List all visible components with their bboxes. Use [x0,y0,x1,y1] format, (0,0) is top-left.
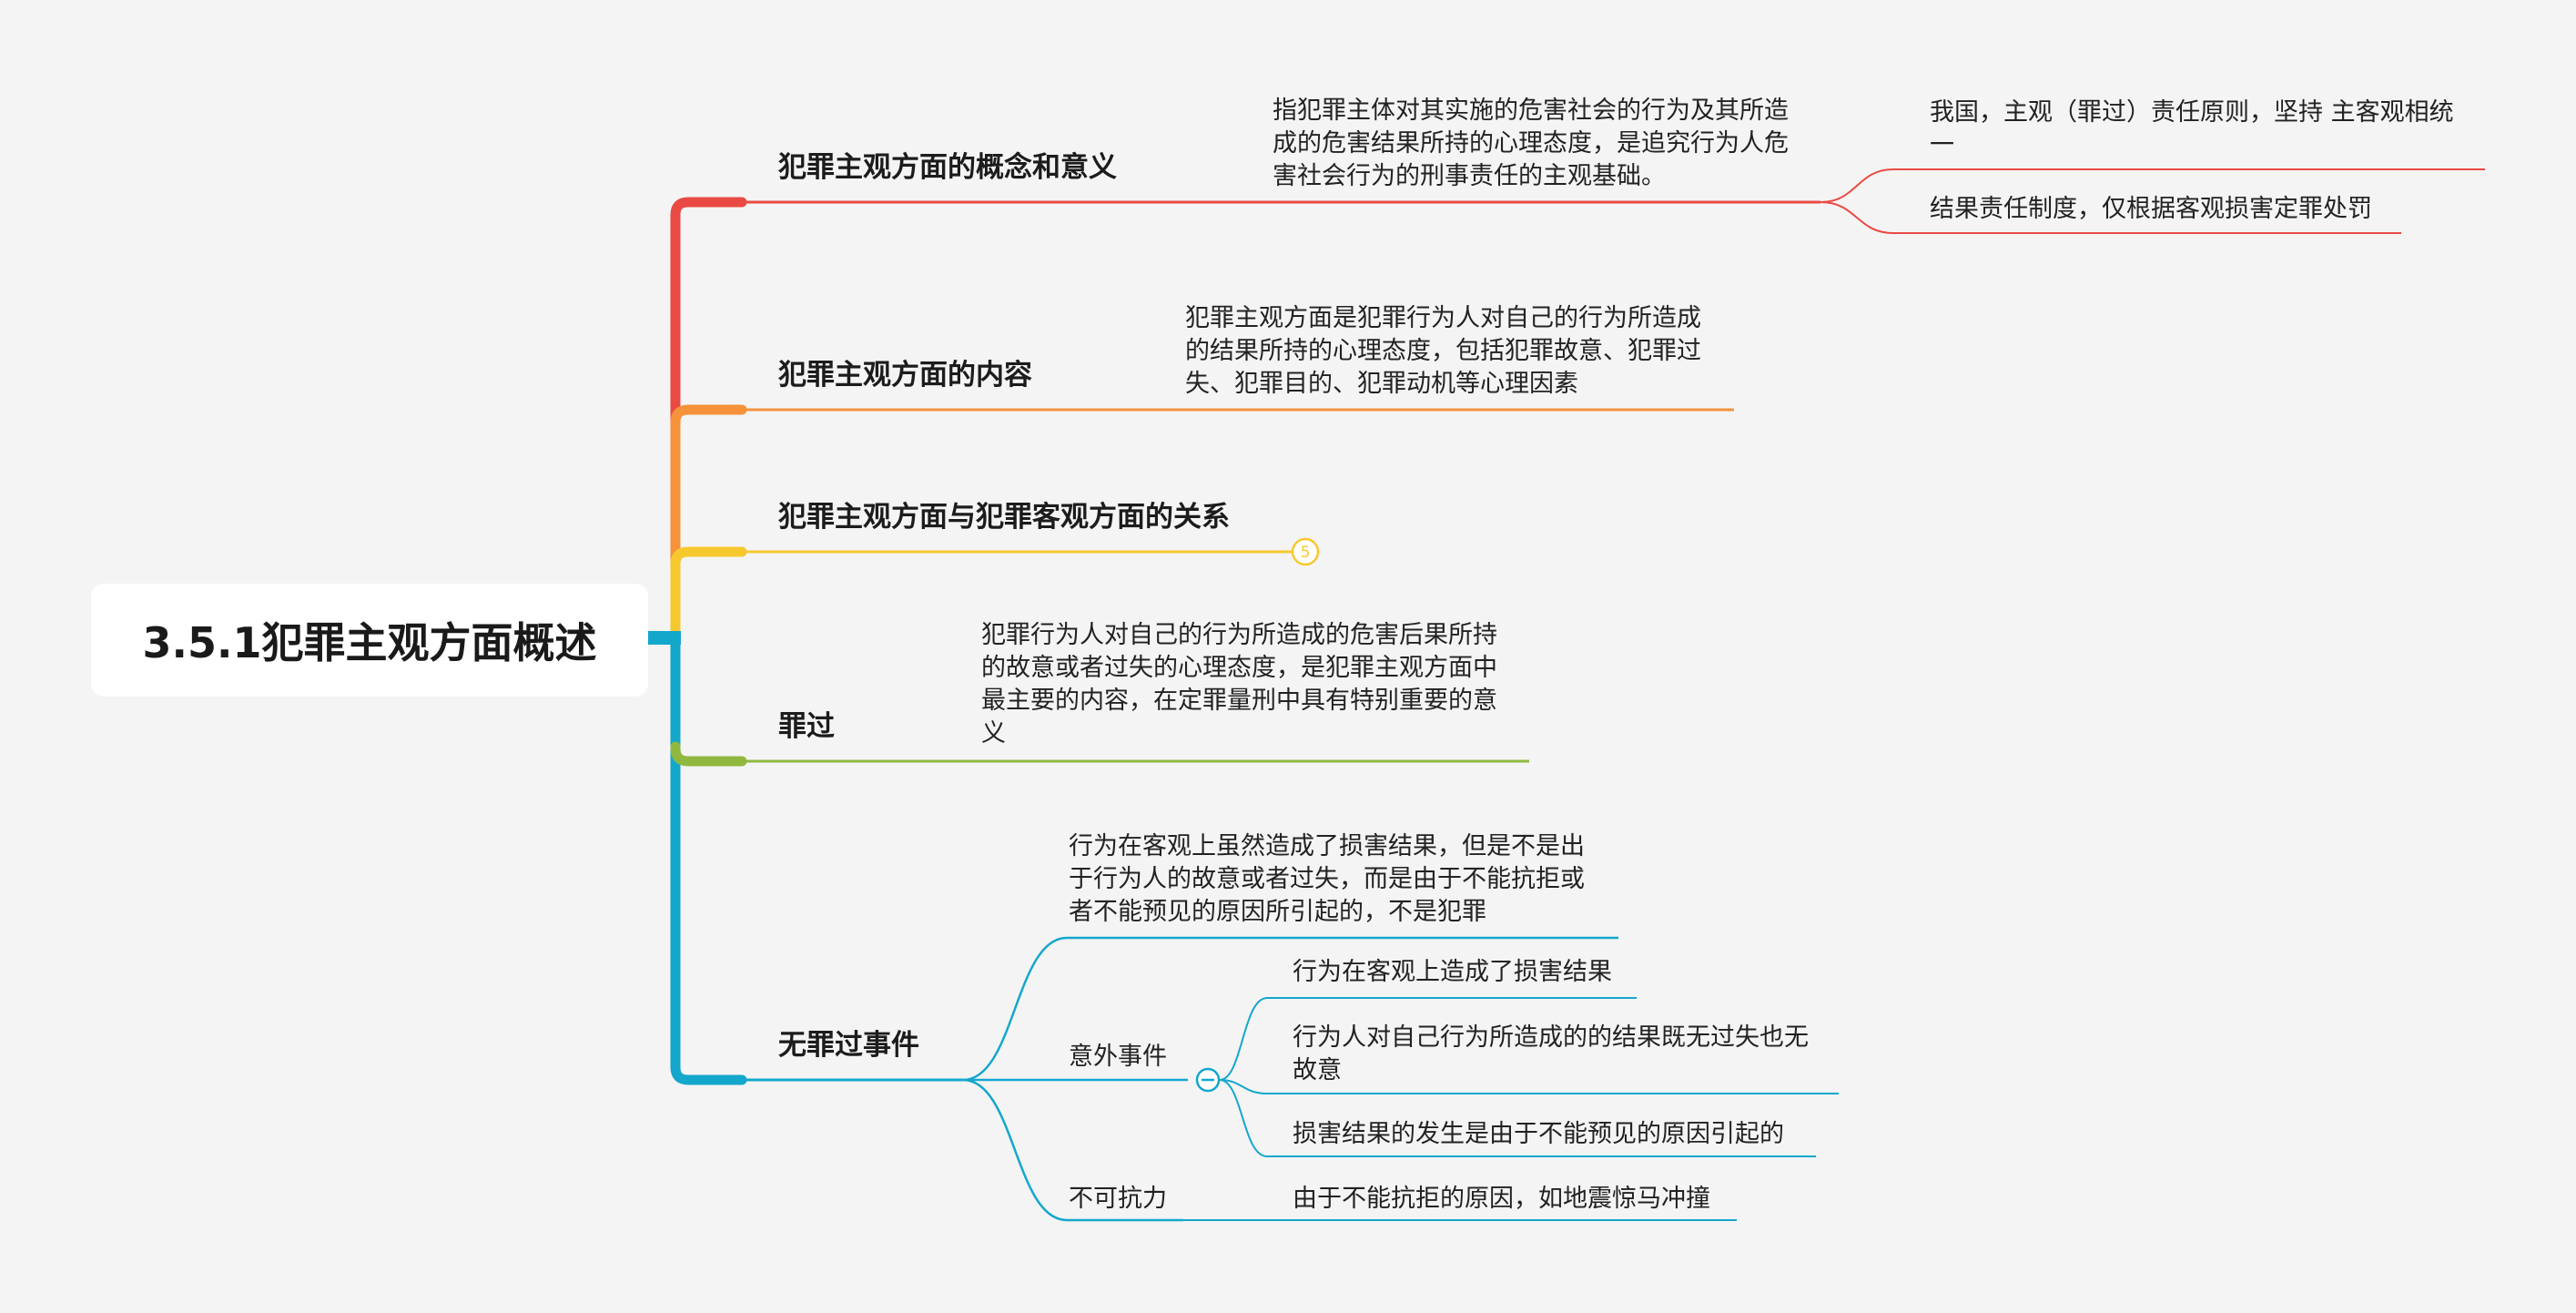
concept-detail-line: 害社会行为的刑事责任的主观基础。 [1273,162,1666,190]
concept-detail-line: 指犯罪主体对其实施的危害社会的行为及其所造 [1273,97,1789,125]
force-label[interactable]: 不可抗力 [1069,1185,1167,1213]
branch-content-label[interactable]: 犯罪主观方面的内容 [778,359,1032,392]
concept-child-principle[interactable]: 我国，主观（罪过）责任原则，坚持 主客观相统 一 [1930,97,2454,162]
concept-child-line: 我国，主观（罪过）责任原则，坚持 主客观相统 [1930,98,2454,127]
concept-child-line: 一 [1930,131,1954,159]
accident-to-item1 [1219,997,1637,1081]
innocent-definition[interactable]: 行为在客观上虽然造成了损害结果，但是不是出 于行为人的故意或者过失，而是由于不能… [1069,830,1585,929]
trunk-yellow [670,546,747,643]
trunk-red [670,197,747,643]
trunk-blue [670,632,747,1085]
trunk-orange [670,404,747,643]
innocent-to-definition [962,936,1618,1082]
accident-item-2[interactable]: 行为人对自己行为所造成的的结果既无过失也无 故意 [1293,1022,1809,1087]
content-detail-line: 的结果所持的心理态度，包括犯罪故意、犯罪过 [1185,337,1701,365]
guilt-detail-line: 的故意或者过失的心理态度，是犯罪主观方面中 [981,654,1497,682]
concept-fork-top [1820,168,2485,203]
innocent-definition-line: 者不能预见的原因所引起的，不是犯罪 [1069,898,1486,926]
root-title: 3.5.1犯罪主观方面概述 [142,618,597,667]
innocent-to-force [962,1078,1183,1222]
concept-child-line: 结果责任制度，仅根据客观损害定罪处罚 [1930,195,2372,223]
trunk-green [670,741,747,767]
concept-detail[interactable]: 指犯罪主体对其实施的危害社会的行为及其所造 成的危害结果所持的心理态度，是追究行… [1273,95,1789,193]
accident-item-line: 行为在客观上造成了损害结果 [1293,958,1612,986]
accident-item-line: 行为人对自己行为所造成的的结果既无过失也无 [1293,1023,1809,1052]
force-detail[interactable]: 由于不能抗拒的原因，如地震惊马冲撞 [1293,1185,1710,1213]
svg-text:5: 5 [1301,544,1311,562]
content-detail-line: 失、犯罪目的、犯罪动机等心理因素 [1185,370,1578,398]
root-topic[interactable]: 3.5.1犯罪主观方面概述 [91,584,648,697]
accident-item-3[interactable]: 损害结果的发生是由于不能预见的原因引起的 [1293,1118,1784,1151]
innocent-definition-line: 行为在客观上虽然造成了损害结果，但是不是出 [1069,832,1585,860]
relation-collapsed-badge[interactable]: 5 [1291,537,1320,566]
concept-fork-bottom [1820,201,2401,234]
accident-to-item3 [1219,1079,1816,1157]
accident-collapse-toggle[interactable] [1195,1067,1221,1093]
content-detail-line: 犯罪主观方面是犯罪行为人对自己的行为所造成 [1185,304,1701,332]
guilt-detail-line: 义 [981,719,1006,748]
accident-to-item2 [1219,1079,1839,1094]
guilt-detail[interactable]: 犯罪行为人对自己的行为所造成的危害后果所持 的故意或者过失的心理态度，是犯罪主观… [981,619,1497,750]
concept-detail-line: 成的危害结果所持的心理态度，是追究行为人危 [1273,129,1789,158]
branch-innocent-label[interactable]: 无罪过事件 [778,1029,919,1062]
branch-guilt-label[interactable]: 罪过 [778,710,835,743]
branch-relation-label[interactable]: 犯罪主观方面与犯罪客观方面的关系 [778,501,1230,534]
accident-item-1[interactable]: 行为在客观上造成了损害结果 [1293,956,1612,989]
accident-label[interactable]: 意外事件 [1069,1043,1167,1071]
content-detail[interactable]: 犯罪主观方面是犯罪行为人对自己的行为所造成 的结果所持的心理态度，包括犯罪故意、… [1185,302,1701,401]
accident-item-line: 损害结果的发生是由于不能预见的原因引起的 [1293,1120,1784,1148]
accident-item-line: 故意 [1293,1056,1342,1084]
guilt-detail-line: 最主要的内容，在定罪量刑中具有特别重要的意 [981,687,1497,715]
concept-child-strict-liability[interactable]: 结果责任制度，仅根据客观损害定罪处罚 [1930,193,2372,226]
root-connector [648,631,681,645]
branch-concept-label[interactable]: 犯罪主观方面的概念和意义 [778,151,1117,184]
innocent-definition-line: 于行为人的故意或者过失，而是由于不能抗拒或 [1069,865,1585,893]
guilt-detail-line: 犯罪行为人对自己的行为所造成的危害后果所持 [981,621,1497,649]
